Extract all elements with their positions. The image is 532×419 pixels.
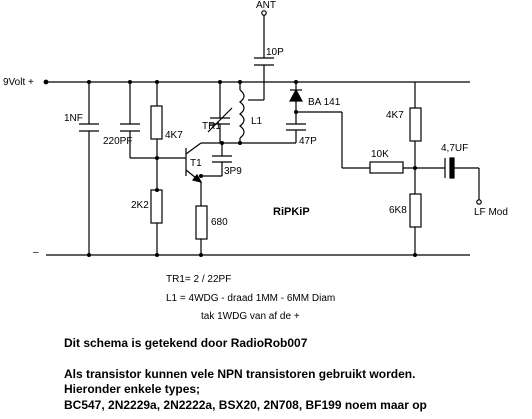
junction-dot: [218, 80, 222, 84]
note-tr1: TR1= 2 / 22PF: [166, 274, 232, 285]
junction-dot: [87, 253, 91, 257]
junction-dot: [155, 188, 159, 192]
junction-dot: [294, 80, 298, 84]
types-list-line: BC547, 2N2229a, 2N2222a, BSX20, 2N708, B…: [64, 398, 427, 412]
l1-coil: [239, 89, 245, 139]
junction-dot: [238, 80, 242, 84]
cap-10p-label: 10P: [266, 47, 284, 58]
junction-dot: [220, 141, 224, 145]
lf-mod-terminal: [476, 199, 482, 205]
junction-dot: [413, 166, 417, 170]
schematic-title: RiPKiP: [273, 206, 310, 218]
cap-47p-label: 47P: [299, 136, 317, 147]
cap-220pf-label: 220PF: [103, 136, 133, 147]
cap-4u7-label: 4,7UF: [441, 143, 469, 154]
junction-dot: [238, 141, 242, 145]
resistor-10k-label: 10K: [371, 149, 389, 160]
types-intro-line: Hieronder enkele types;: [64, 382, 201, 396]
resistor-4k7-right-label: 4K7: [386, 110, 404, 121]
lf-mod-label: LF Mod: [474, 207, 508, 218]
coil-l1-label: L1: [251, 116, 263, 127]
resistor-6k8-label: 6K8: [389, 205, 407, 216]
diode-label: BA 141: [308, 97, 341, 108]
r-4k7-left-body: [150, 105, 163, 140]
resistor-2k2-label: 2K2: [131, 200, 149, 211]
t1-emitter-arrow: [191, 173, 203, 183]
junction-dot: [413, 253, 417, 257]
junction-dot: [199, 253, 203, 257]
r-10k-body: [369, 161, 404, 174]
junction-dot: [87, 80, 91, 84]
tr1-trim-arrow: [207, 107, 233, 133]
resistor-4k7-left-label: 4K7: [165, 130, 183, 141]
r-680-body: [195, 205, 208, 240]
cap-1nf-label: 1NF: [64, 113, 83, 124]
c-4u7-plate-right: [449, 157, 455, 179]
transistor-t1-label: T1: [190, 158, 202, 169]
r-2k2-body: [150, 189, 163, 224]
supply-terminal: [43, 79, 49, 85]
resistor-680-label: 680: [211, 217, 228, 228]
junction-dot: [294, 110, 298, 114]
junction-dot: [199, 174, 203, 178]
r-6k8-body: [409, 193, 422, 228]
supply-label: 9Volt +: [3, 77, 34, 88]
author-line: Dit schema is getekend door RadioRob007: [64, 336, 308, 350]
note-tap: tak 1WDG van af de +: [201, 311, 300, 322]
t1-collector-lead: [185, 142, 202, 155]
junction-dot: [155, 253, 159, 257]
r-4k7-right-body: [409, 107, 422, 142]
antenna-label: ANT: [256, 0, 276, 11]
note-l1: L1 = 4WDG - draad 1MM - 6MM Diam: [166, 293, 336, 304]
junction-dot: [155, 156, 159, 160]
cap-3p9-label: 3P9: [224, 166, 242, 177]
trimmer-tr1-label: TR1: [202, 121, 221, 132]
ground-label: –: [33, 247, 39, 258]
transistor-note-line: Als transistor kunnen vele NPN transisto…: [64, 367, 416, 381]
junction-dots: [87, 80, 417, 257]
junction-dot: [155, 80, 159, 84]
junction-dot: [128, 80, 132, 84]
diode-triangle: [288, 88, 304, 102]
